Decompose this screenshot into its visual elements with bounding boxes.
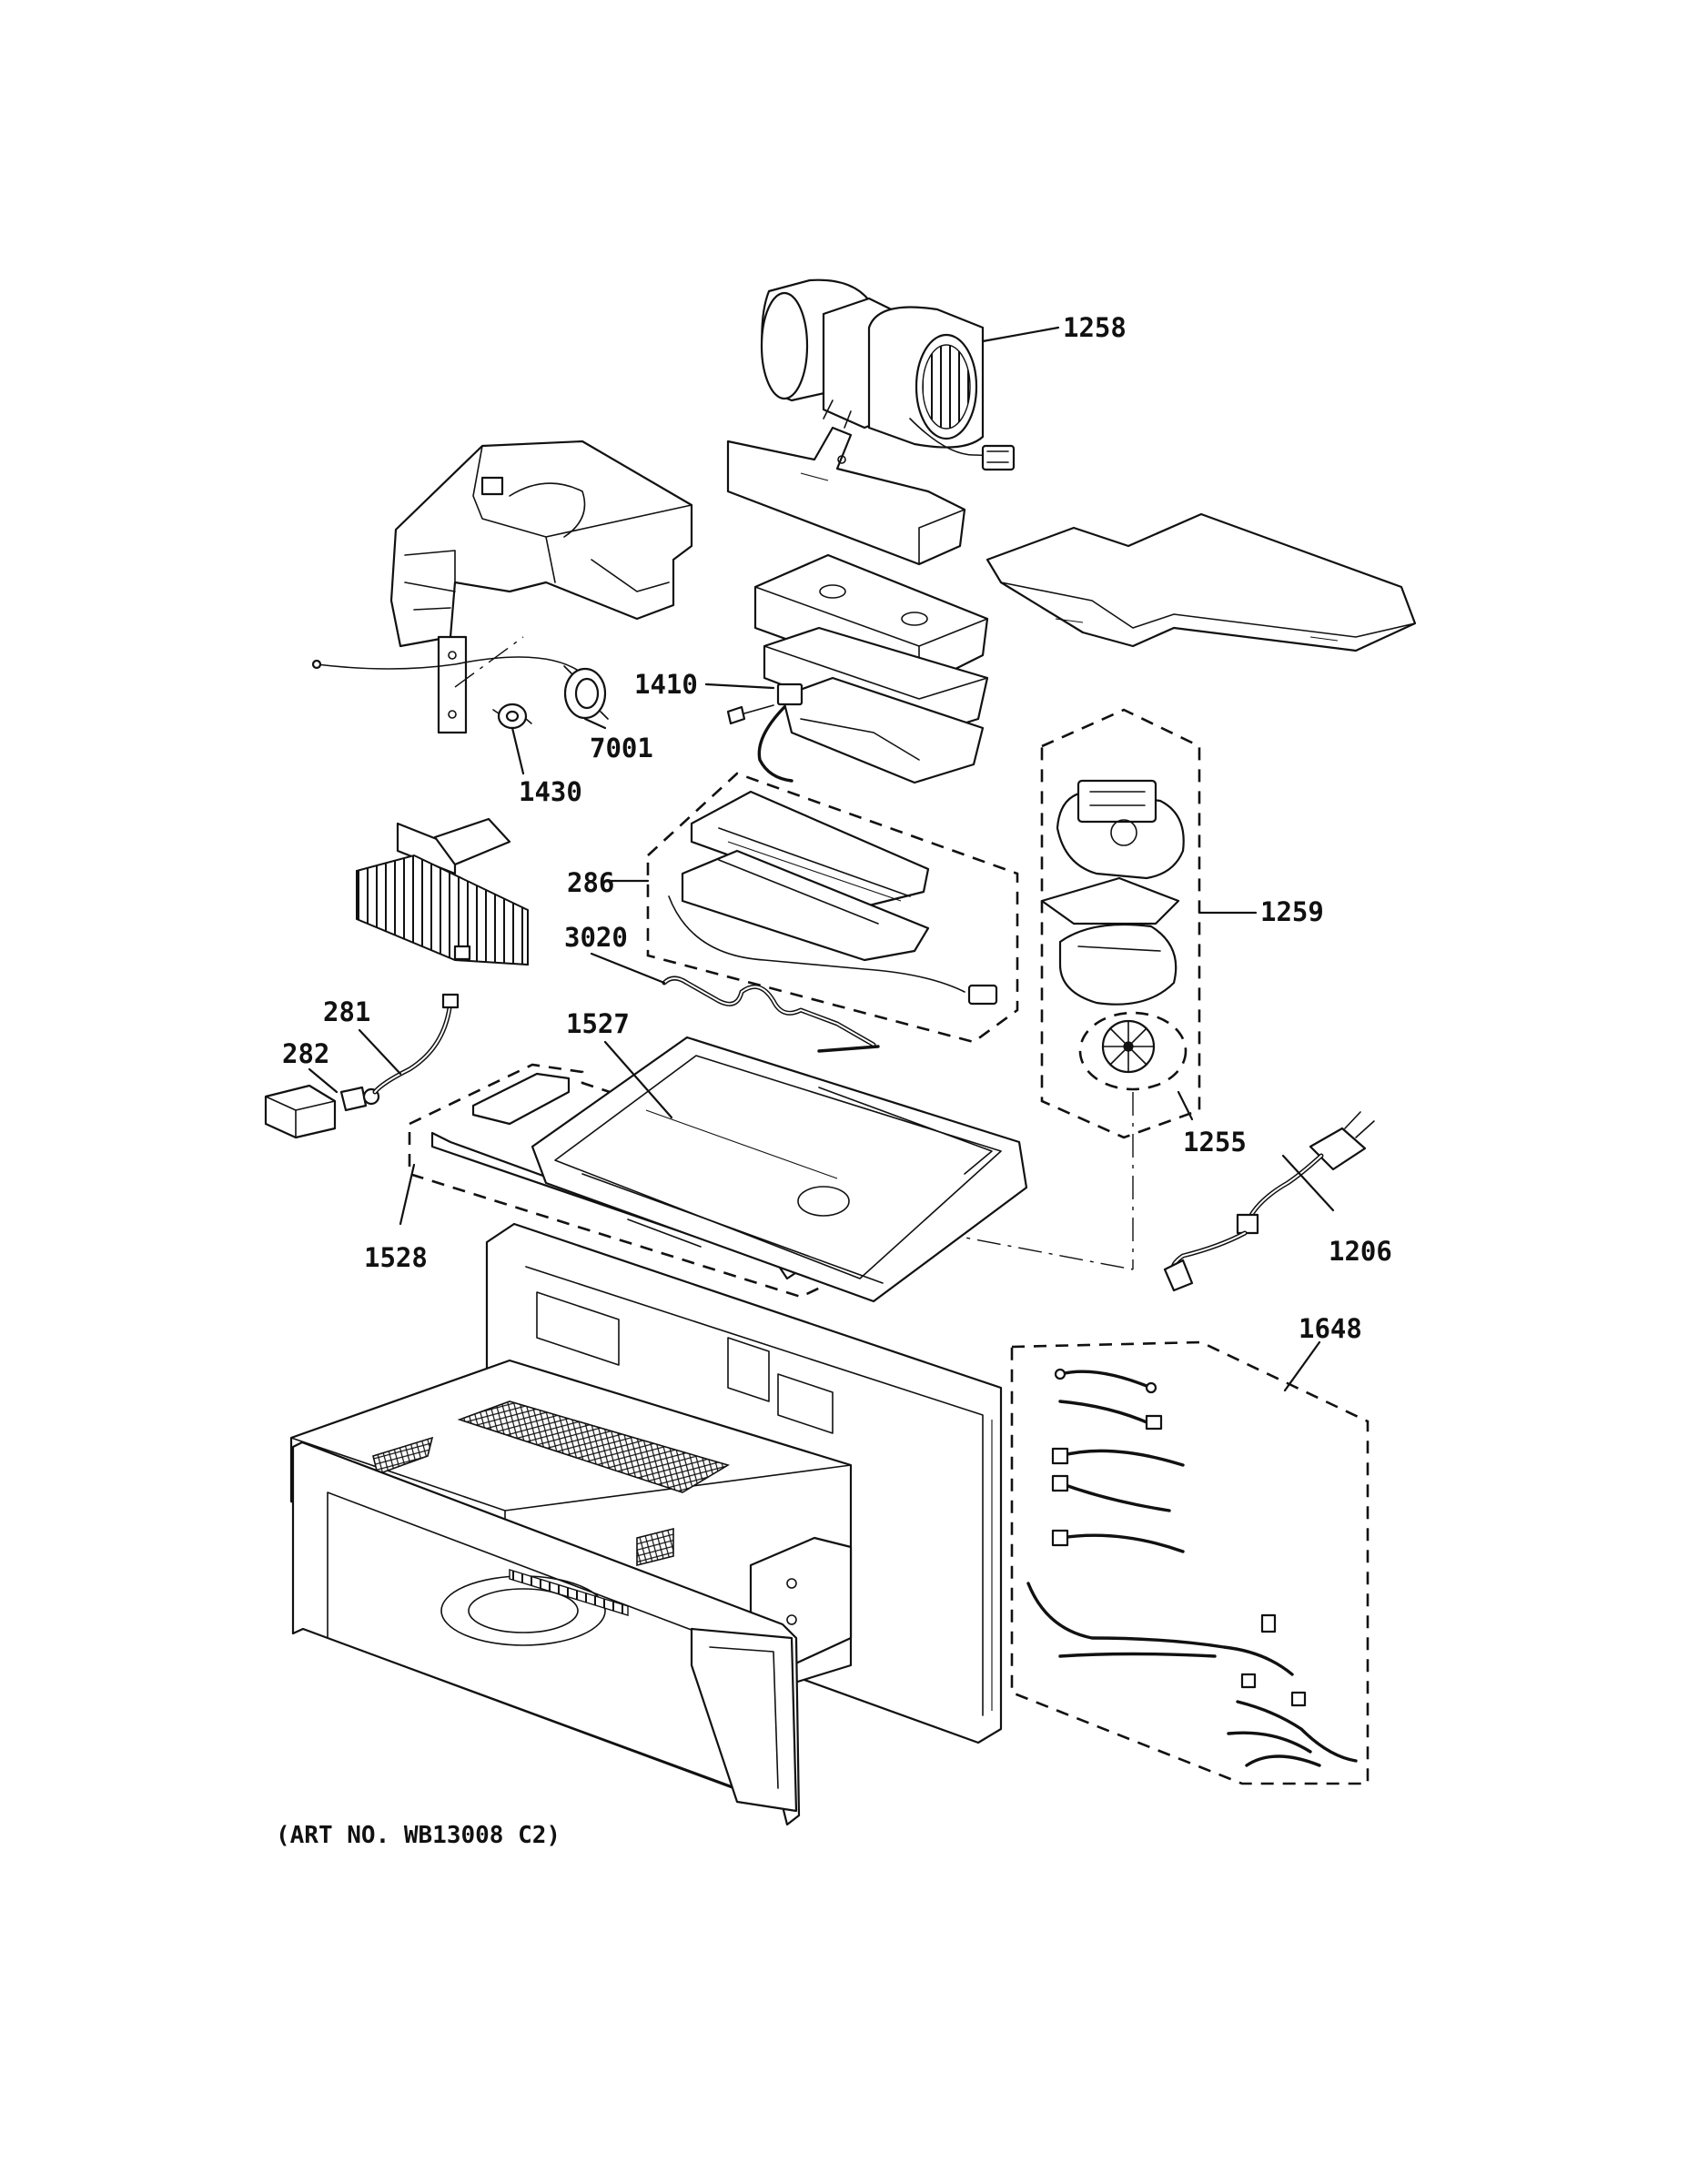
leader-lines xyxy=(308,326,1335,1392)
exhaust-duct-cover xyxy=(986,512,1417,652)
convection-fan-motor-group xyxy=(1040,708,1201,1139)
callout-1648: 1648 xyxy=(1299,1313,1362,1344)
callout-labels: 1258 1410 7001 1430 286 1259 3020 281 15… xyxy=(276,312,1392,1849)
blower-mounting-bracket xyxy=(726,426,966,566)
air-guide-duct xyxy=(389,440,693,734)
heater-assembly-group xyxy=(646,772,1019,1044)
centerline-3 xyxy=(454,636,524,688)
damper-cover-assembly xyxy=(753,553,989,784)
callout-282: 282 xyxy=(282,1038,329,1069)
callout-1527: 1527 xyxy=(566,1008,630,1039)
wire-harness-group-1648 xyxy=(1010,1340,1370,1785)
callout-286: 286 xyxy=(567,867,614,898)
oven-cavity xyxy=(289,1222,1003,1826)
blower-motor-assembly xyxy=(760,278,1016,471)
heater-wire-3020 xyxy=(662,976,880,1053)
thermistor-1430 xyxy=(492,703,532,730)
vent-grille xyxy=(356,817,529,966)
sensor-harness-281 xyxy=(372,993,460,1095)
callout-3020: 3020 xyxy=(564,922,628,953)
callout-1410: 1410 xyxy=(634,669,698,700)
callout-7001: 7001 xyxy=(590,733,653,763)
callout-1255: 1255 xyxy=(1183,1127,1247,1158)
humidity-sensor-282 xyxy=(264,1084,380,1139)
callout-1206: 1206 xyxy=(1329,1236,1392,1267)
base-plate xyxy=(531,1036,1028,1303)
callout-1528: 1528 xyxy=(364,1242,428,1273)
art-number-caption: (ART NO. WB13008 C2) xyxy=(276,1822,561,1849)
power-cord-1206 xyxy=(1163,1111,1375,1292)
callout-1258: 1258 xyxy=(1063,312,1127,343)
callout-1430: 1430 xyxy=(519,776,582,807)
callout-1259: 1259 xyxy=(1260,896,1324,927)
callout-281: 281 xyxy=(323,996,370,1027)
fan-group-1255 xyxy=(1078,1011,1188,1091)
damper-motor-1410 xyxy=(726,682,804,783)
